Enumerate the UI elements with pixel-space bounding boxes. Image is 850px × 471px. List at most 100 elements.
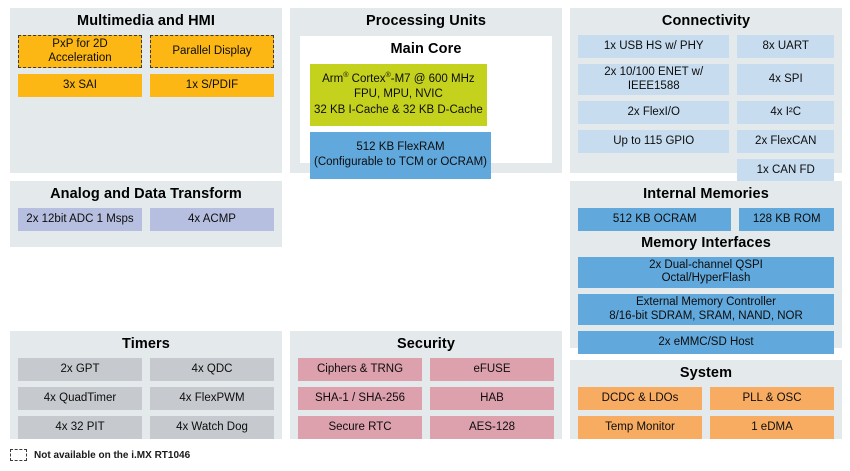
block-row: 2x GPT 4x QDC <box>18 357 274 381</box>
dashed-box-icon <box>10 449 27 461</box>
panel-processing-units: Processing Units Main Core Arm® Cortex®-… <box>290 8 562 179</box>
panel-analog-and-data-transform: Analog and Data Transform 2x 12bit ADC 1… <box>10 181 282 247</box>
block-rom[interactable]: 128 KB ROM <box>739 207 834 231</box>
qspi-line-1: 2x Dual-channel QSPI <box>649 258 763 271</box>
block-row: 2x Dual-channel QSPI Octal/HyperFlash <box>578 256 834 288</box>
core-line-1: Arm® Cortex®-M7 @ 600 MHz <box>322 71 475 86</box>
block-row: 2x 10/100 ENET w/ IEEE1588 4x SPI <box>578 63 834 96</box>
block-dcdc-ldos[interactable]: DCDC & LDOs <box>578 386 702 410</box>
block-row: SHA-1 / SHA-256 HAB <box>298 386 554 410</box>
block-row: 3x SAI 1x S/PDIF <box>18 74 274 98</box>
block-ciphers-trng[interactable]: Ciphers & TRNG <box>298 357 422 381</box>
block-emmc-sd-host[interactable]: 2x eMMC/SD Host <box>578 331 834 355</box>
block-row: Arm® Cortex®-M7 @ 600 MHz FPU, MPU, NVIC… <box>310 63 542 126</box>
block-row: 2x eMMC/SD Host <box>578 331 834 355</box>
core-line-2: FPU, MPU, NVIC <box>353 88 443 101</box>
block-parallel-display[interactable]: Parallel Display <box>150 34 274 69</box>
panel-title-memory-interfaces: Memory Interfaces <box>641 234 771 251</box>
block-spi[interactable]: 4x SPI <box>737 63 834 96</box>
block-row: 1x USB HS w/ PHY 8x UART <box>578 34 834 58</box>
block-pll-osc[interactable]: PLL & OSC <box>710 386 834 410</box>
block-usb-hs-phy[interactable]: 1x USB HS w/ PHY <box>578 34 730 58</box>
block-gpt[interactable]: 2x GPT <box>18 357 142 381</box>
block-row: PxP for 2D Acceleration Parallel Display <box>18 34 274 69</box>
block-row: 1x CAN FD <box>578 159 834 183</box>
block-temp-monitor[interactable]: Temp Monitor <box>578 415 702 439</box>
block-row: 4x 32 PIT 4x Watch Dog <box>18 415 274 439</box>
panel-title-processing-units: Processing Units <box>365 13 487 29</box>
block-aes-128[interactable]: AES-128 <box>430 415 554 439</box>
block-row: 512 KB FlexRAM (Configurable to TCM or O… <box>310 131 542 179</box>
qspi-line-2: Octal/HyperFlash <box>661 272 751 285</box>
block-enet-ieee1588[interactable]: 2x 10/100 ENET w/ IEEE1588 <box>578 63 730 96</box>
panel-timers: Timers 2x GPT 4x QDC 4x QuadTimer 4x Fle… <box>10 331 282 439</box>
block-row: 4x QuadTimer 4x FlexPWM <box>18 386 274 410</box>
main-core-card: Main Core Arm® Cortex®-M7 @ 600 MHz FPU,… <box>300 36 552 179</box>
panel-title-multimedia: Multimedia and HMI <box>77 13 215 29</box>
panel-body-security: Ciphers & TRNG eFUSE SHA-1 / SHA-256 HAB… <box>290 357 562 447</box>
block-uart[interactable]: 8x UART <box>737 34 834 58</box>
block-ocram[interactable]: 512 KB OCRAM <box>578 207 732 231</box>
block-gpio[interactable]: Up to 115 GPIO <box>578 130 730 154</box>
block-quadtimer[interactable]: 4x QuadTimer <box>18 386 142 410</box>
core-line-3: 32 KB I-Cache & 32 KB D-Cache <box>314 103 483 116</box>
block-flexio[interactable]: 2x FlexI/O <box>578 101 730 125</box>
panel-title-main-core: Main Core <box>390 41 462 57</box>
block-row: 512 KB OCRAM 128 KB ROM <box>578 207 834 231</box>
block-qspi[interactable]: 2x Dual-channel QSPI Octal/HyperFlash <box>578 256 834 288</box>
panel-body-system: DCDC & LDOs PLL & OSC Temp Monitor 1 eDM… <box>570 386 842 447</box>
panel-body-multimedia: PxP for 2D Acceleration Parallel Display… <box>10 34 282 105</box>
block-hab[interactable]: HAB <box>430 386 554 410</box>
panel-body-timers: 2x GPT 4x QDC 4x QuadTimer 4x FlexPWM 4x… <box>10 357 282 447</box>
block-secure-rtc[interactable]: Secure RTC <box>298 415 422 439</box>
block-spacer <box>578 159 729 182</box>
panel-internal-memories: Internal Memories 512 KB OCRAM 128 KB RO… <box>570 181 842 355</box>
block-arm-cortex-m7[interactable]: Arm® Cortex®-M7 @ 600 MHz FPU, MPU, NVIC… <box>310 63 487 126</box>
panel-connectivity: Connectivity 1x USB HS w/ PHY 8x UART 2x… <box>570 8 842 183</box>
block-row: External Memory Controller 8/16-bit SDRA… <box>578 294 834 326</box>
panel-title-connectivity: Connectivity <box>661 13 751 29</box>
panel-body-internal-memories: 512 KB OCRAM 128 KB ROM <box>570 207 842 231</box>
block-sha[interactable]: SHA-1 / SHA-256 <box>298 386 422 410</box>
block-external-memory-controller[interactable]: External Memory Controller 8/16-bit SDRA… <box>578 294 834 326</box>
block-qdc[interactable]: 4x QDC <box>150 357 274 381</box>
panel-multimedia-and-hmi: Multimedia and HMI PxP for 2D Accelerati… <box>10 8 282 173</box>
legend-footnote: Not available on the i.MX RT1046 <box>10 449 190 461</box>
panel-system: System DCDC & LDOs PLL & OSC Temp Monito… <box>570 360 842 439</box>
panel-title-internal-memories: Internal Memories <box>643 186 769 202</box>
block-flexram[interactable]: 512 KB FlexRAM (Configurable to TCM or O… <box>310 131 491 179</box>
panel-title-analog: Analog and Data Transform <box>50 186 242 202</box>
panel-title-timers: Timers <box>122 336 170 352</box>
block-row: DCDC & LDOs PLL & OSC <box>578 386 834 410</box>
panel-body-connectivity: 1x USB HS w/ PHY 8x UART 2x 10/100 ENET … <box>570 34 842 190</box>
block-row: Temp Monitor 1 eDMA <box>578 415 834 439</box>
block-flexpwm[interactable]: 4x FlexPWM <box>150 386 274 410</box>
block-row: Ciphers & TRNG eFUSE <box>298 357 554 381</box>
block-row: Up to 115 GPIO 2x FlexCAN <box>578 130 834 154</box>
block-row: 2x 12bit ADC 1 Msps 4x ACMP <box>18 207 274 231</box>
block-row: 2x FlexI/O 4x I²C <box>578 101 834 125</box>
panel-body-memory-interfaces: 2x Dual-channel QSPI Octal/HyperFlash Ex… <box>570 256 842 362</box>
panel-security: Security Ciphers & TRNG eFUSE SHA-1 / SH… <box>290 331 562 439</box>
panel-title-security: Security <box>396 336 456 352</box>
block-sai[interactable]: 3x SAI <box>18 74 142 98</box>
panel-title-system: System <box>679 365 733 381</box>
panel-body-analog: 2x 12bit ADC 1 Msps 4x ACMP <box>10 207 282 239</box>
footnote-text: Not available on the i.MX RT1046 <box>34 449 191 461</box>
block-watch-dog[interactable]: 4x Watch Dog <box>150 415 274 439</box>
emc-line-2: 8/16-bit SDRAM, SRAM, NAND, NOR <box>609 309 803 322</box>
block-row: Secure RTC AES-128 <box>298 415 554 439</box>
block-adc[interactable]: 2x 12bit ADC 1 Msps <box>18 207 142 231</box>
block-acmp[interactable]: 4x ACMP <box>150 207 274 231</box>
block-pit[interactable]: 4x 32 PIT <box>18 415 142 439</box>
block-spdif[interactable]: 1x S/PDIF <box>150 74 274 98</box>
block-pxp-for-2d-acceleration[interactable]: PxP for 2D Acceleration <box>18 34 142 69</box>
emc-line-1: External Memory Controller <box>636 296 776 308</box>
block-flexcan[interactable]: 2x FlexCAN <box>737 130 834 154</box>
block-i2c[interactable]: 4x I²C <box>737 101 834 125</box>
block-efuse[interactable]: eFUSE <box>430 357 554 381</box>
flexram-line-2: (Configurable to TCM or OCRAM) <box>314 156 487 169</box>
block-can-fd[interactable]: 1x CAN FD <box>737 159 834 183</box>
core-blocks: Arm® Cortex®-M7 @ 600 MHz FPU, MPU, NVIC… <box>300 63 552 187</box>
block-edma[interactable]: 1 eDMA <box>710 415 834 439</box>
